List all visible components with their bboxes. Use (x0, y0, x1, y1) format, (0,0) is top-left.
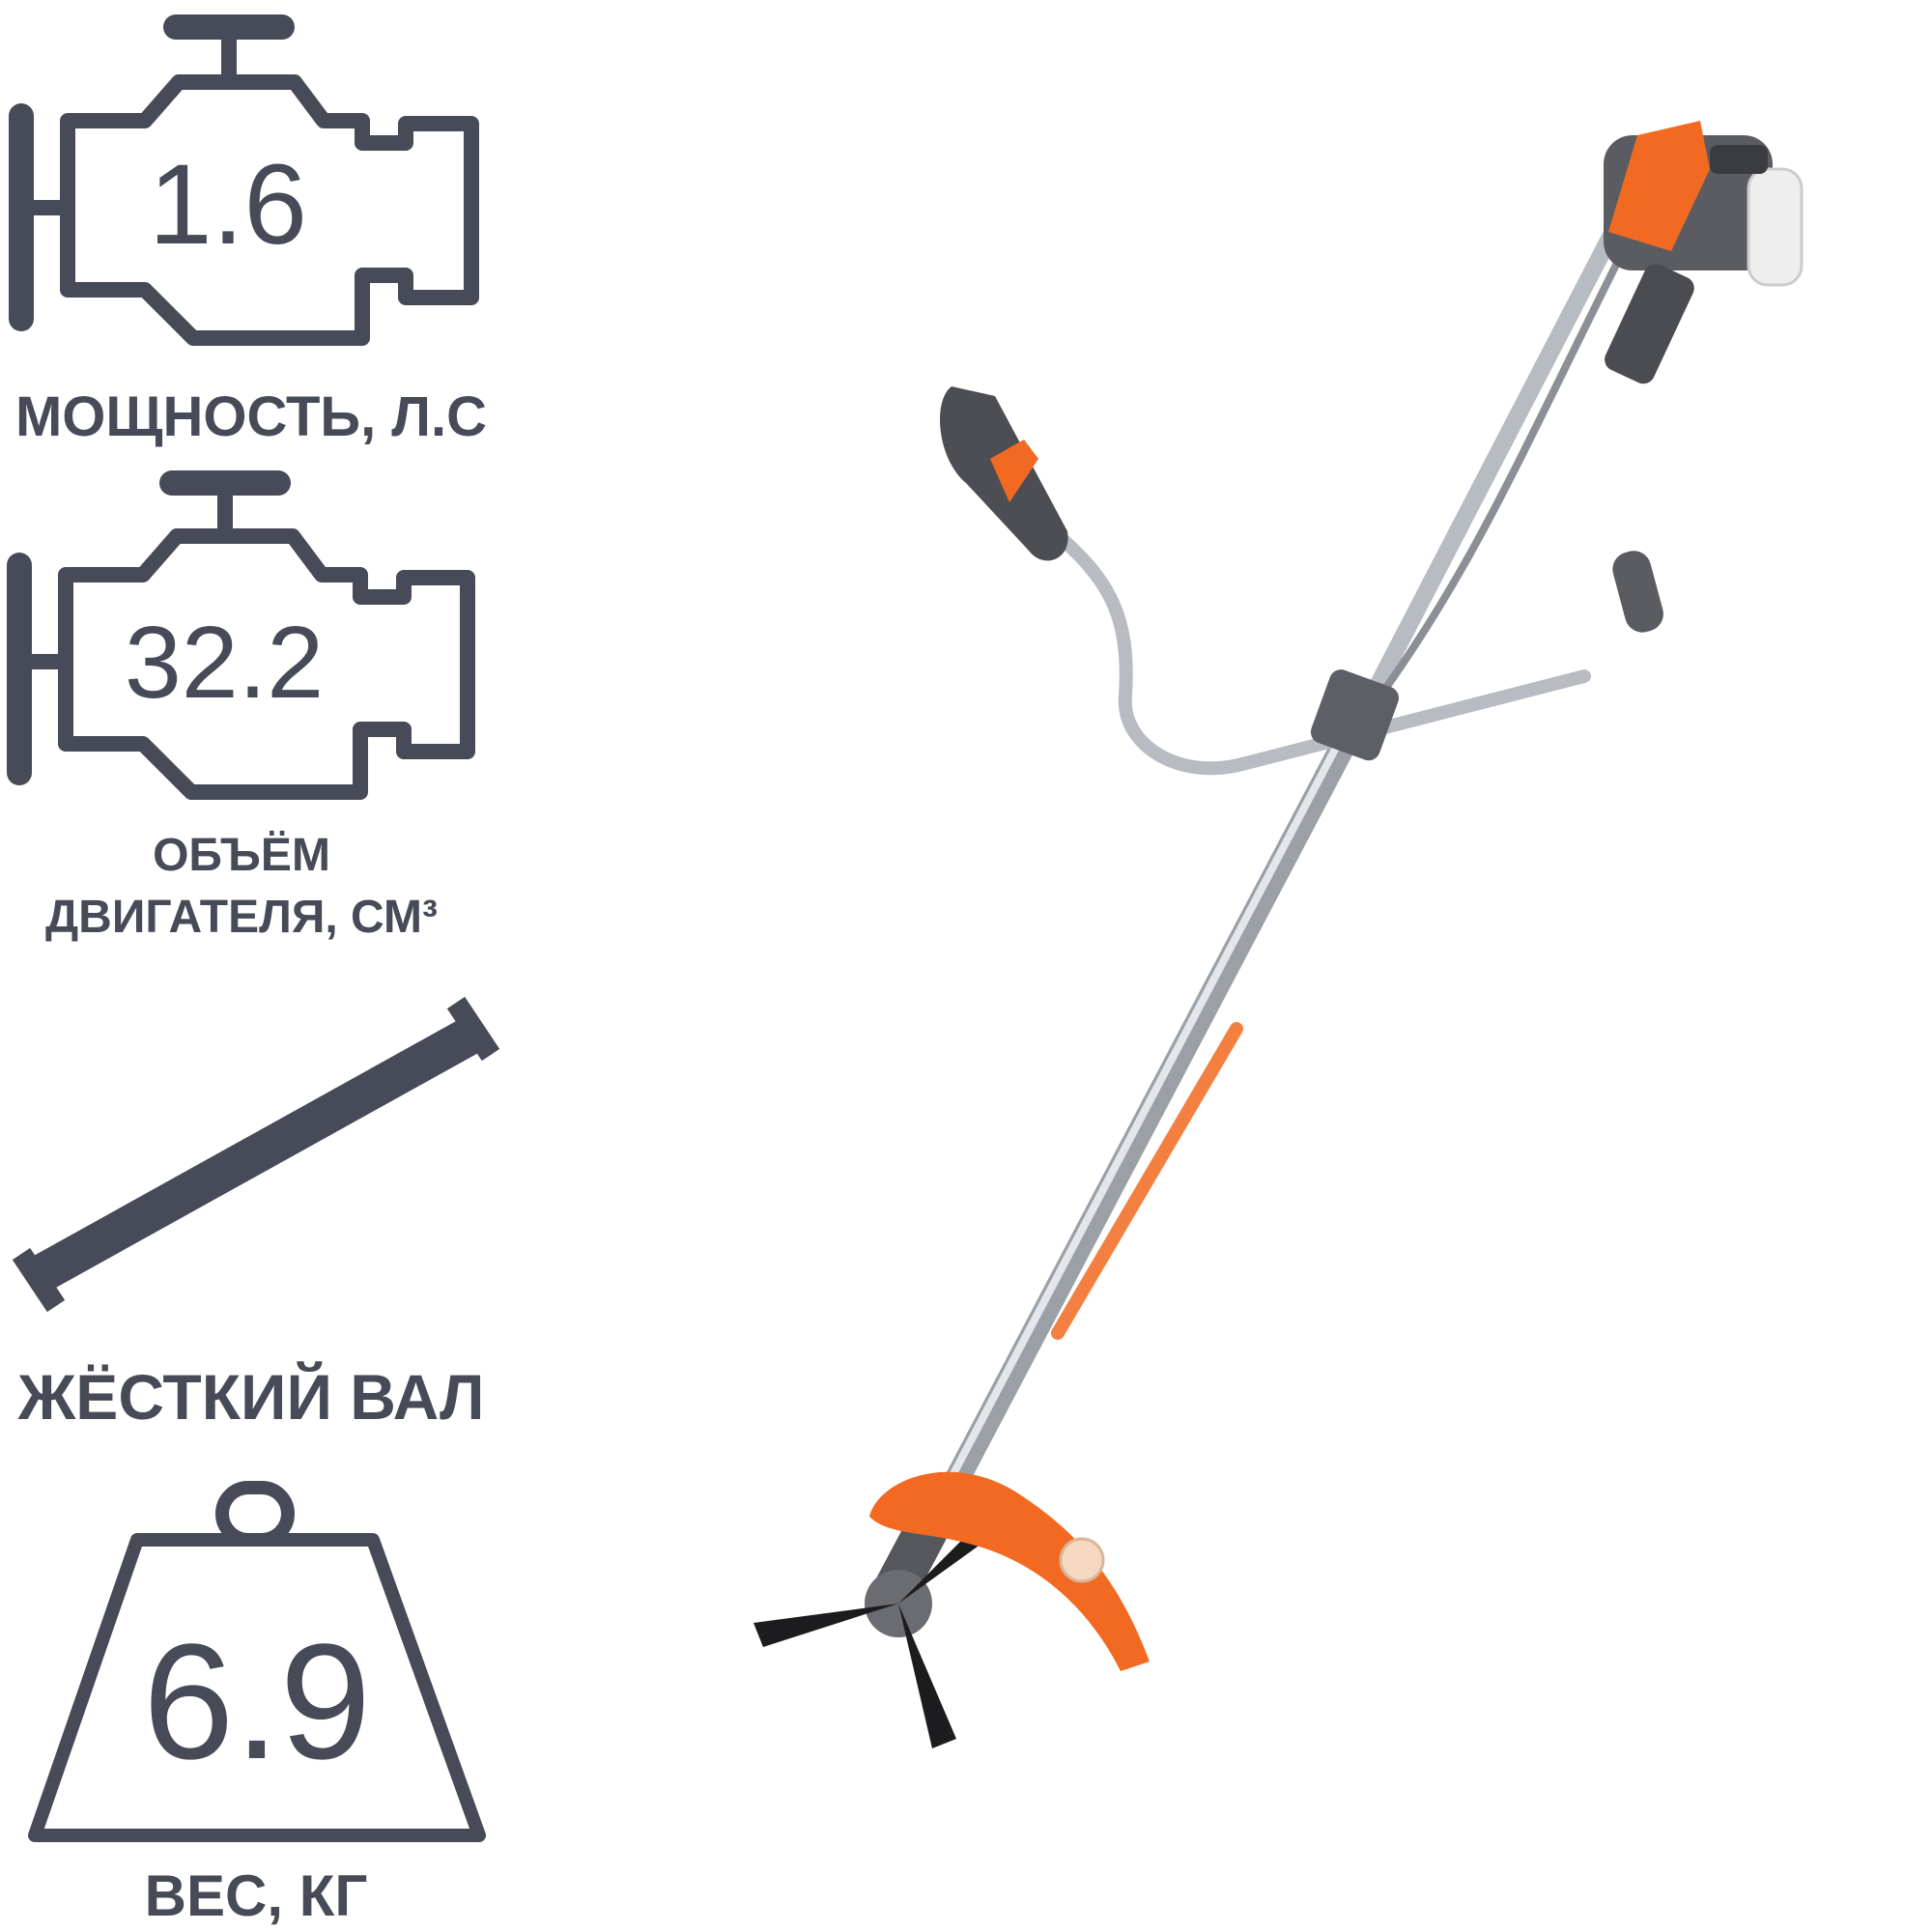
handlebar (1046, 525, 1591, 776)
displacement-value: 32.2 (125, 606, 324, 720)
brush-cutter-image (753, 121, 1804, 1748)
engine-icon: 32.2 (7, 470, 475, 800)
handlebar-clamp (1310, 669, 1400, 761)
engine-unit (1604, 121, 1804, 384)
weight-label: ВЕС, КГ (144, 1863, 368, 1928)
rigid-shaft-icon (12, 996, 500, 1313)
weight-icon: 6.9 (28, 1481, 486, 1842)
weight-value: 6.9 (143, 1610, 371, 1794)
shaft-label: ЖЁСТКИЙ ВАЛ (17, 1361, 485, 1433)
shaft-decal (1051, 1022, 1243, 1340)
power-value: 1.6 (149, 141, 307, 269)
power-label: МОЩНОСТЬ, Л.С (14, 385, 487, 448)
displacement-label-line1: ОБЪЁМ (153, 830, 330, 881)
right-grip (1612, 551, 1663, 633)
displacement-label-line2: ДВИГАТЕЛЯ, СМ³ (44, 892, 438, 943)
main-shaft (920, 697, 1375, 1539)
blade-guard (869, 1471, 1150, 1671)
engine-icon: 1.6 (9, 14, 479, 346)
